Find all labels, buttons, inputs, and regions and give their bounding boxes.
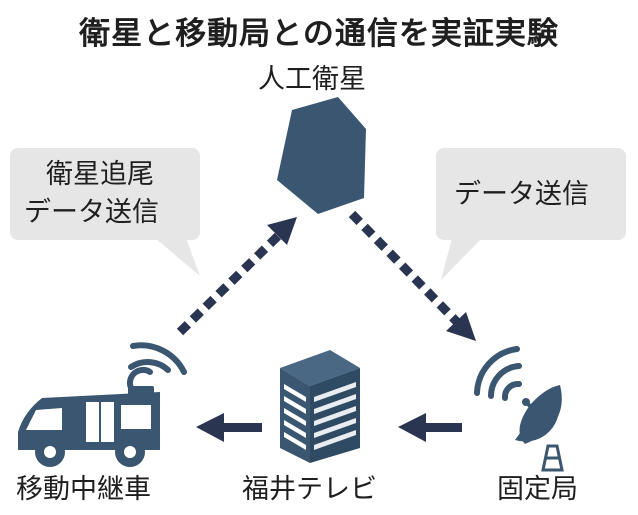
arrow-broadcaster-to-van [196, 413, 262, 442]
satellite-label: 人工衛星 [258, 64, 366, 95]
uplink-arrow [176, 217, 297, 336]
fixed-station-label: 固定局 [497, 474, 578, 505]
satellite-icon [277, 97, 366, 214]
dish-signal-waves-icon [474, 346, 522, 401]
broadcaster-label: 福井テレビ [242, 474, 377, 505]
mobile-relay-label: 移動中継車 [16, 474, 151, 505]
satellite-dish-icon [515, 385, 564, 472]
building-icon [280, 350, 360, 463]
callout-right-text: データ送信 [454, 179, 589, 210]
callout-left-line1: 衛星追尾 [46, 159, 154, 190]
downlink-arrow [348, 210, 476, 341]
callout-right-bubble [436, 148, 626, 280]
callout-left-bubble [10, 148, 200, 276]
relay-van-icon [18, 386, 160, 467]
arrow-station-to-broadcaster [398, 413, 462, 442]
van-signal-waves-icon [127, 342, 187, 391]
callout-left-line2: データ送信 [24, 197, 159, 228]
diagram-title: 衛星と移動局との通信を実証実験 [79, 16, 559, 52]
